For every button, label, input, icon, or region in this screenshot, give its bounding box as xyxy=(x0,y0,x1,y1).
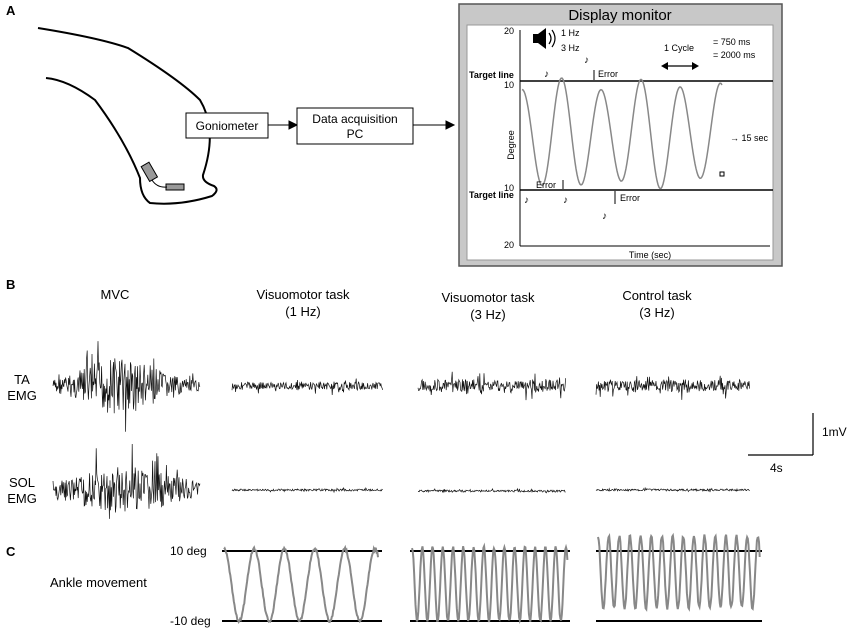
lower-degree-label: -10 deg xyxy=(170,614,211,628)
monitor-title: Display monitor xyxy=(568,7,671,24)
error-left-label: Error xyxy=(536,180,556,190)
music-note-icon: ♪ xyxy=(544,69,549,80)
sol-emg-visuo-1hz xyxy=(231,487,383,494)
target-lines-c xyxy=(222,550,762,622)
emg-traces xyxy=(52,341,750,519)
cycle-arrow xyxy=(661,62,699,70)
scale-bar xyxy=(748,413,814,456)
ankle-trace-control xyxy=(597,532,761,612)
daq-label-line2: PC xyxy=(347,127,364,141)
monitor-tick-20-bottom: 20 xyxy=(504,240,514,250)
column-header-visuo-3hz-sub: (3 Hz) xyxy=(470,307,505,322)
freq-1hz: 1 Hz xyxy=(561,28,580,38)
duration-label: → 15 sec xyxy=(730,133,769,143)
column-header-visuo-1hz-sub: (1 Hz) xyxy=(285,304,320,319)
monitor-tick-10-bottom: 10 xyxy=(504,183,514,193)
daq-box xyxy=(296,107,414,145)
monitor-trace xyxy=(521,77,723,190)
ankle-trace-visuo-3hz xyxy=(411,542,569,625)
cycle-750: = 750 ms xyxy=(713,37,751,47)
leg-illustration xyxy=(37,27,218,205)
sol-emg-visuo-3hz xyxy=(417,487,566,494)
row-label-sol: SOL xyxy=(9,475,35,490)
row-label-ta-sub: EMG xyxy=(7,388,37,403)
scale-bar-time: 4s xyxy=(770,461,783,475)
row-label-sol-sub: EMG xyxy=(7,491,37,506)
cycle-label: 1 Cycle xyxy=(664,43,694,53)
music-note-icon: ♪ xyxy=(584,55,589,66)
daq-label-line1: Data acquisition xyxy=(312,112,397,126)
row-label-ta: TA xyxy=(14,372,30,387)
ankle-trace-visuo-1hz xyxy=(223,544,379,625)
panel-label-c: C xyxy=(6,544,16,559)
display-monitor: Display monitor 20 10 10 20 Degree Time … xyxy=(458,3,783,267)
cycle-2000: = 2000 ms xyxy=(713,50,756,60)
ta-emg-visuo-3hz xyxy=(417,371,566,401)
upper-degree-label: 10 deg xyxy=(170,544,207,558)
monitor-x-label: Time (sec) xyxy=(629,250,671,260)
sol-emg-control xyxy=(595,487,750,493)
panel-label-b: B xyxy=(6,277,15,292)
column-header-control-sub: (3 Hz) xyxy=(639,305,674,320)
monitor-y-label: Degree xyxy=(506,130,516,160)
freq-3hz: 3 Hz xyxy=(561,43,580,53)
music-note-icon: ♪ xyxy=(524,195,529,206)
ankle-traces xyxy=(223,532,761,625)
column-header-visuo-3hz: Visuomotor task xyxy=(442,290,535,305)
column-header-mvc: MVC xyxy=(101,287,130,302)
speaker-icon xyxy=(533,28,556,49)
flow-arrows xyxy=(268,120,456,130)
ta-emg-visuo-1hz xyxy=(231,378,383,396)
goniometer-box xyxy=(185,112,269,139)
music-note-icon: ♪ xyxy=(563,195,568,206)
ta-emg-control xyxy=(595,375,750,400)
ta-emg-mvc xyxy=(52,341,201,432)
goniometer-label: Goniometer xyxy=(196,119,259,133)
sol-emg-mvc xyxy=(52,443,201,519)
music-note-icon: ♪ xyxy=(602,211,607,222)
panel-label-a: A xyxy=(6,3,16,18)
error-top-label: Error xyxy=(598,69,618,79)
scale-bar-voltage: 1mV xyxy=(822,425,847,439)
error-bottom-label: Error xyxy=(620,193,640,203)
target-line-top-label: Target line xyxy=(469,70,514,80)
column-header-visuo-1hz: Visuomotor task xyxy=(257,287,350,302)
monitor-tick-20-top: 20 xyxy=(504,26,514,36)
ankle-movement-label: Ankle movement xyxy=(50,575,147,590)
target-line-bottom-label: Target line xyxy=(469,190,514,200)
monitor-tick-10-top: 10 xyxy=(504,80,514,90)
cursor-marker xyxy=(719,171,725,177)
column-header-control: Control task xyxy=(622,288,692,303)
